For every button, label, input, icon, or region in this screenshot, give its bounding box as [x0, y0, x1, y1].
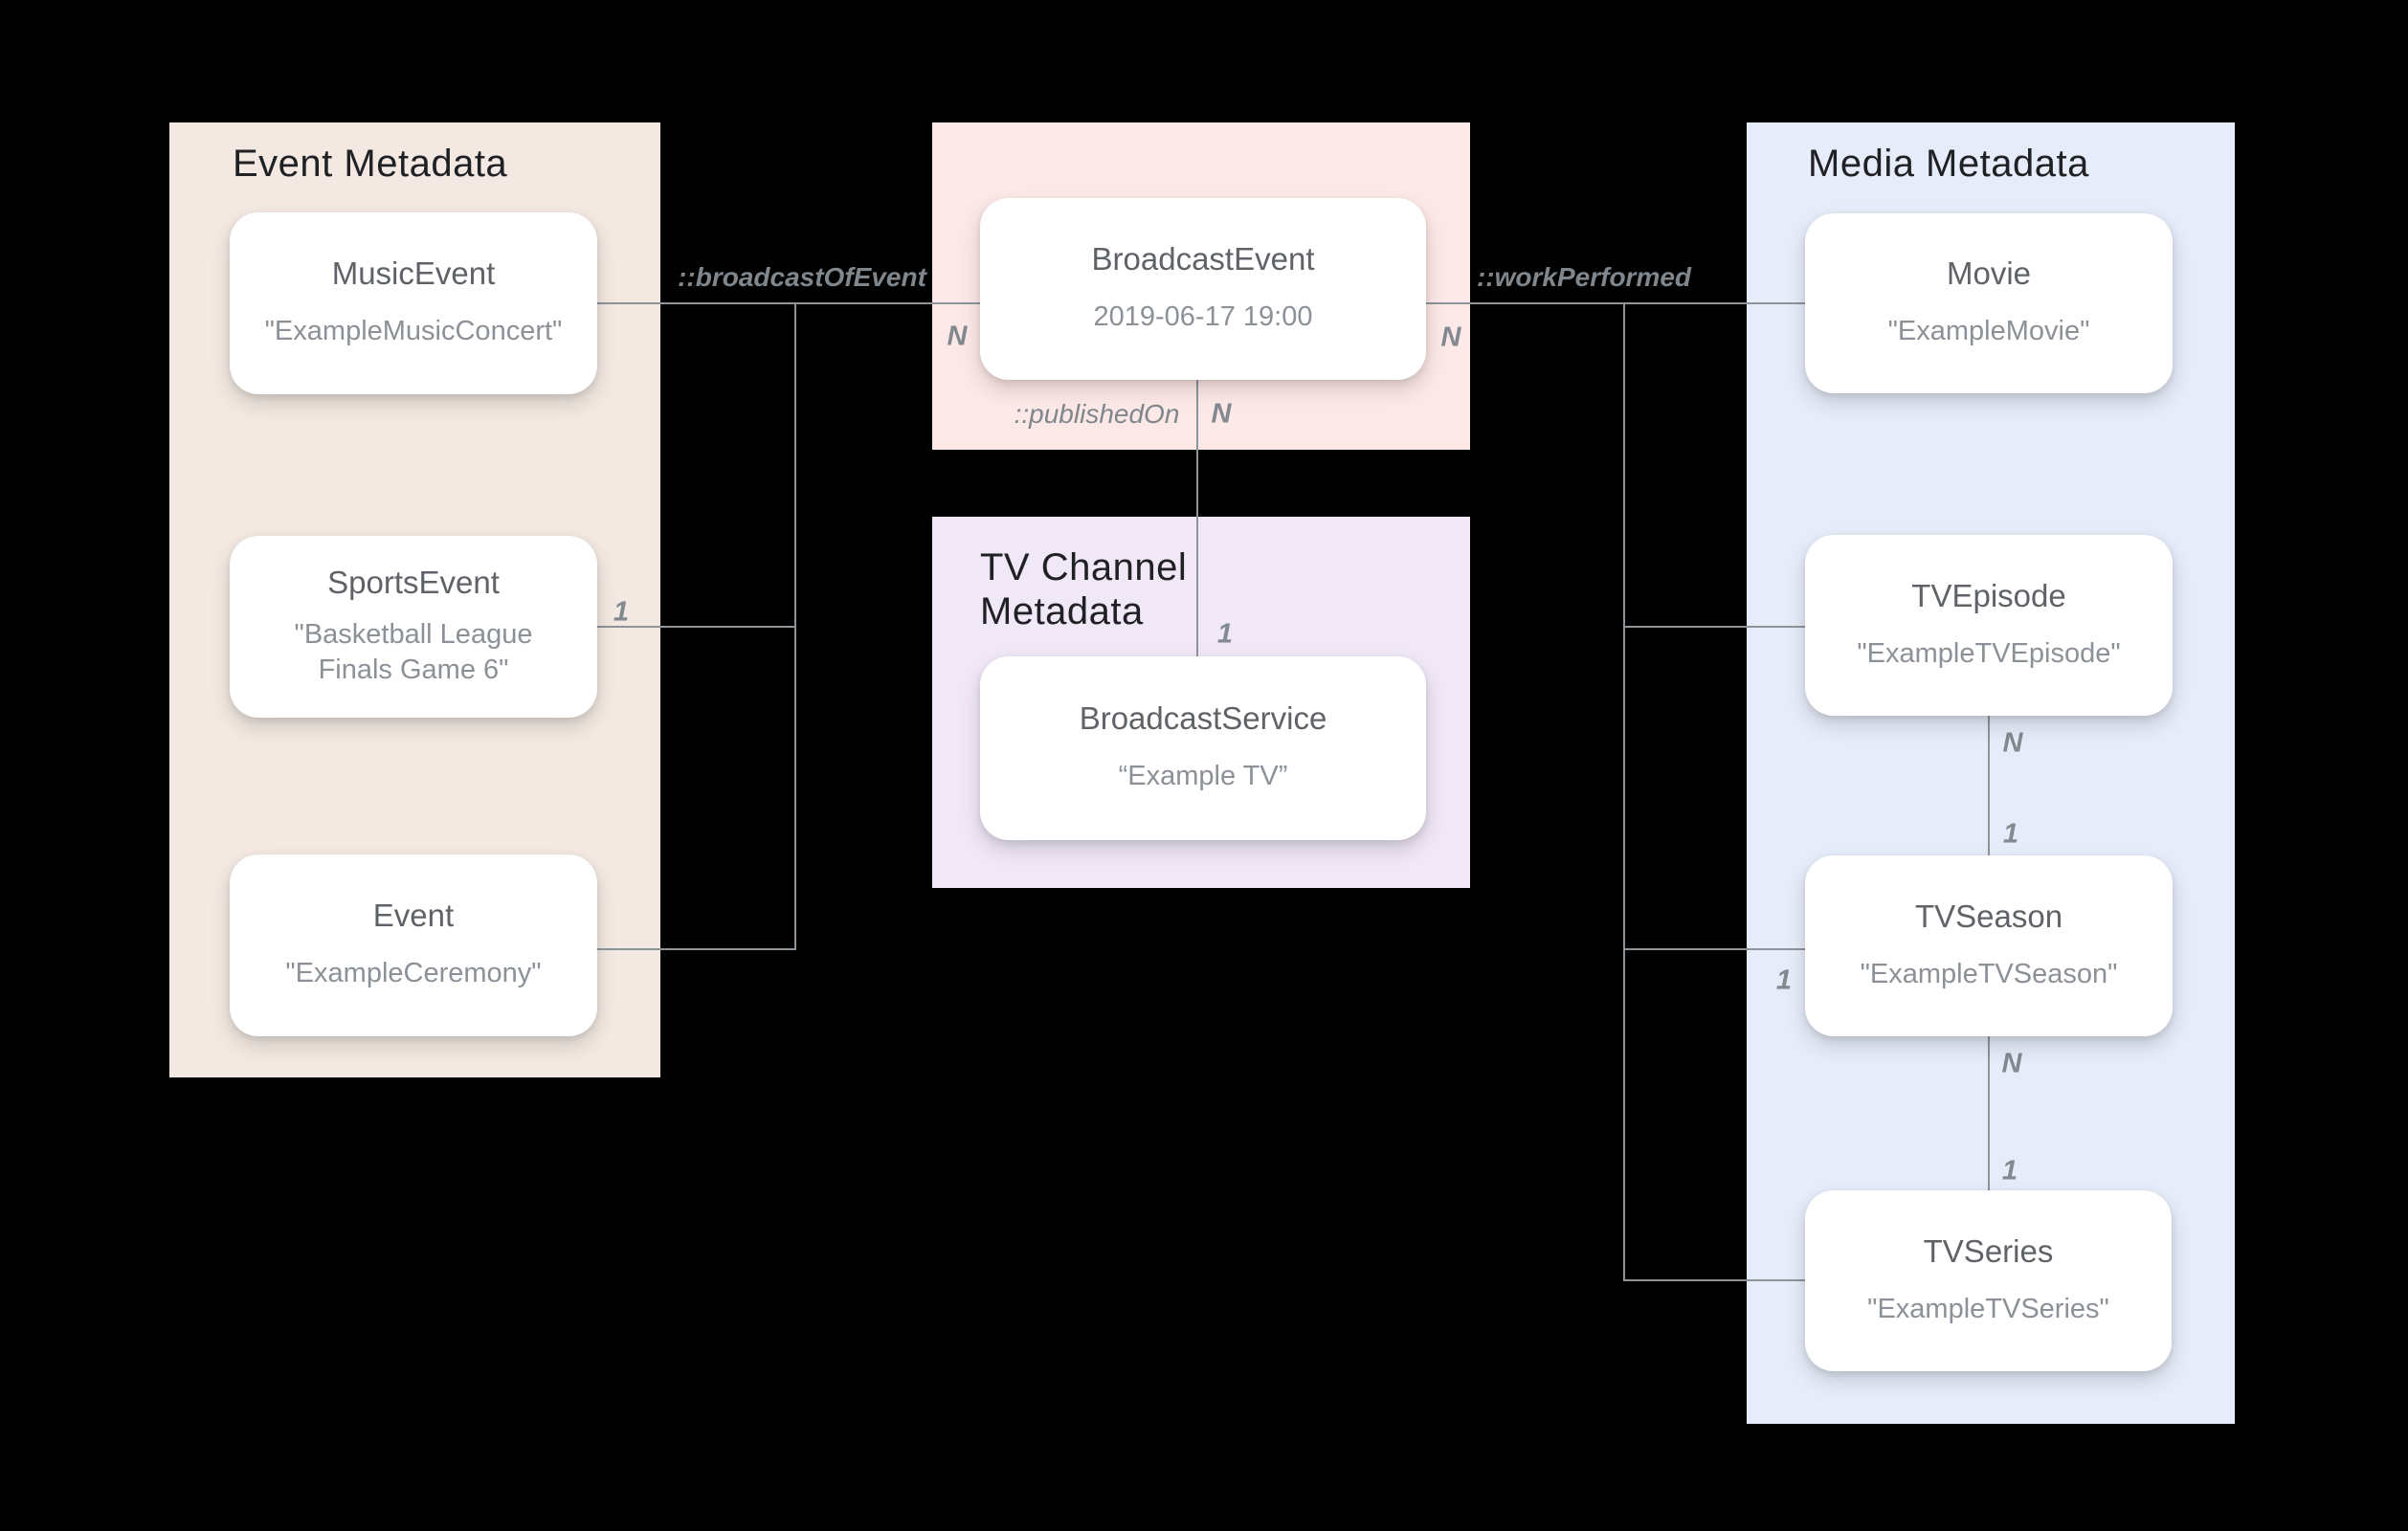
- node-card-music-event: MusicEvent "ExampleMusicConcert": [230, 212, 597, 394]
- connector-tvseason-stub: [1623, 948, 1805, 950]
- cardinality-n-season-series: N: [2001, 1048, 2022, 1079]
- event-metadata-title: Event Metadata: [233, 143, 508, 185]
- node-card-sports-event: SportsEvent "Basketball League Finals Ga…: [230, 536, 597, 718]
- node-card-tv-season: TVSeason "ExampleTVSeason": [1805, 855, 2173, 1036]
- node-name: BroadcastService: [1079, 700, 1327, 737]
- edge-label-work-performed: ::workPerformed: [1476, 262, 1692, 292]
- cardinality-n-broadcast-left: N: [947, 321, 968, 352]
- node-name: TVSeason: [1914, 898, 2063, 934]
- node-value: "ExampleTVSeries": [1867, 1293, 2109, 1324]
- cardinality-1-sportsevent: 1: [613, 596, 630, 628]
- node-value: "ExampleTVSeason": [1860, 958, 2118, 989]
- connector-tvepisode-tvseason: [1988, 716, 1990, 855]
- connector-tvseries-stub: [1623, 1279, 1807, 1281]
- node-name: SportsEvent: [327, 565, 500, 601]
- node-value: “Example TV”: [1118, 761, 1288, 792]
- node-name: Event: [372, 898, 455, 934]
- connector-musicevent-broadcastevent: [597, 302, 980, 304]
- cardinality-n-episode-season: N: [2002, 727, 2023, 759]
- node-card-broadcast-event: BroadcastEvent 2019-06-17 19:00: [980, 198, 1426, 380]
- cardinality-1-published-on: 1: [1216, 618, 1234, 650]
- node-value: "ExampleTVEpisode": [1857, 637, 2121, 669]
- node-name: BroadcastEvent: [1091, 241, 1315, 277]
- media-metadata-title: Media Metadata: [1808, 143, 2089, 185]
- connector-left-vertical: [794, 302, 796, 950]
- tv-channel-metadata-title: TV Channel Metadata: [980, 546, 1188, 632]
- node-card-event: Event "ExampleCeremony": [230, 854, 597, 1036]
- node-card-movie: Movie "ExampleMovie": [1805, 213, 2173, 393]
- node-name: MusicEvent: [331, 255, 496, 292]
- node-name: Movie: [1946, 255, 2032, 292]
- node-value: 2019-06-17 19:00: [1093, 301, 1313, 333]
- edge-label-broadcast-of-event: ::broadcastOfEvent: [678, 262, 926, 292]
- edge-label-published-on: ::publishedOn: [1014, 399, 1180, 429]
- node-name: TVEpisode: [1911, 577, 2066, 613]
- connector-tvseason-tvseries: [1988, 1036, 1990, 1190]
- node-card-tv-series: TVSeries "ExampleTVSeries": [1805, 1190, 2172, 1371]
- node-value: "ExampleMusicConcert": [264, 316, 563, 347]
- connector-event-stub: [597, 948, 796, 950]
- connector-broadcastevent-movie: [1426, 302, 1805, 304]
- cardinality-n-published-on: N: [1211, 398, 1232, 430]
- node-value: "Basketball League Finals Game 6": [294, 619, 533, 685]
- node-card-tv-episode: TVEpisode "ExampleTVEpisode": [1805, 535, 2173, 716]
- cardinality-1-episode-season: 1: [2002, 818, 2019, 850]
- connector-sportsevent-stub: [597, 626, 796, 628]
- cardinality-1-tvseason-left: 1: [1775, 965, 1793, 996]
- node-card-broadcast-service: BroadcastService “Example TV”: [980, 656, 1426, 840]
- cardinality-n-broadcast-right: N: [1440, 322, 1461, 353]
- cardinality-1-season-series: 1: [2001, 1155, 2018, 1187]
- node-name: TVSeries: [1923, 1232, 2054, 1269]
- node-value: "ExampleMovie": [1887, 316, 2090, 347]
- connector-right-vertical: [1623, 302, 1625, 1281]
- connector-tvepisode-stub: [1623, 626, 1805, 628]
- node-value: "ExampleCeremony": [285, 958, 542, 989]
- connector-broadcastevent-broadcastservice: [1196, 380, 1198, 656]
